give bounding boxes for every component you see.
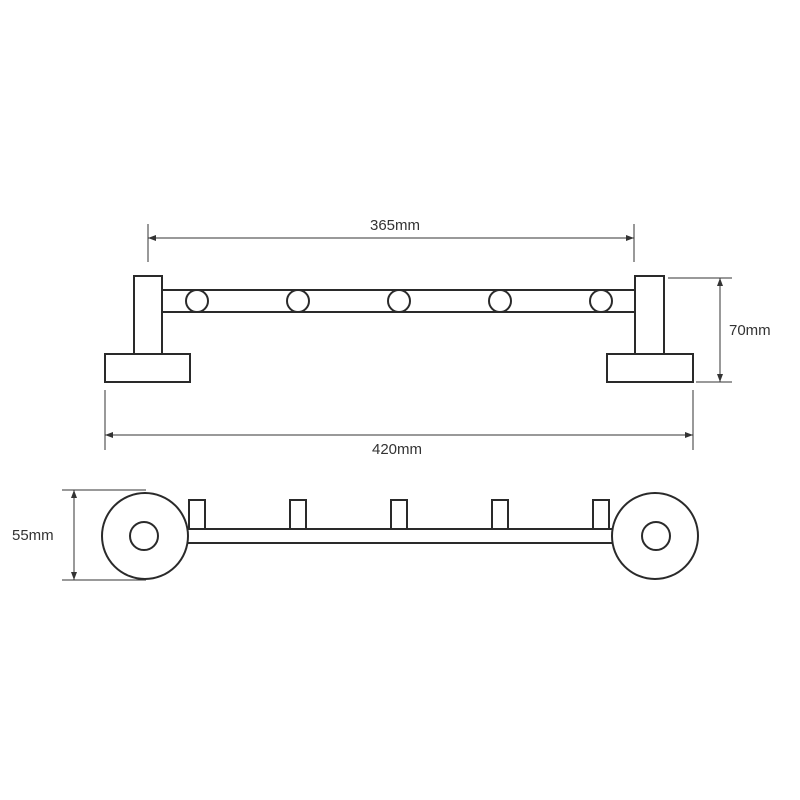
front-hook-2 bbox=[286, 289, 310, 313]
top-hook-1 bbox=[188, 499, 206, 531]
top-left-rosette-cap bbox=[129, 521, 159, 551]
dim-inner-arrow-right bbox=[626, 235, 634, 241]
top-hook-5 bbox=[592, 499, 610, 531]
dim-height-arrow-top bbox=[717, 278, 723, 286]
front-hook-1 bbox=[185, 289, 209, 313]
front-hooks bbox=[185, 289, 613, 313]
dim-total-width: 420mm bbox=[104, 390, 694, 458]
front-right-post bbox=[634, 275, 665, 357]
dim-inner-width: 365mm bbox=[147, 217, 635, 262]
top-hook-3 bbox=[390, 499, 408, 531]
dim-height: 70mm bbox=[668, 277, 771, 383]
top-right-rosette-cap bbox=[641, 521, 671, 551]
dim-inner-arrow-left bbox=[148, 235, 156, 241]
front-hook-3 bbox=[387, 289, 411, 313]
dim-inner-label: 365mm bbox=[370, 217, 420, 234]
dim-depth: 55mm bbox=[12, 489, 146, 581]
front-left-post bbox=[133, 275, 163, 357]
dim-height-arrow-bottom bbox=[717, 374, 723, 382]
top-view bbox=[101, 492, 699, 580]
dim-total-arrow-left bbox=[105, 432, 113, 438]
top-hook-4 bbox=[491, 499, 509, 531]
dim-depth-arrow-bottom bbox=[71, 572, 77, 580]
top-hooks bbox=[188, 499, 610, 531]
front-right-base bbox=[606, 353, 694, 383]
front-hook-4 bbox=[488, 289, 512, 313]
front-hook-5 bbox=[589, 289, 613, 313]
dim-total-arrow-right bbox=[685, 432, 693, 438]
dim-depth-label: 55mm bbox=[12, 527, 54, 544]
top-hook-2 bbox=[289, 499, 307, 531]
dim-total-label: 420mm bbox=[372, 441, 422, 458]
front-view bbox=[104, 275, 694, 383]
front-left-base bbox=[104, 353, 191, 383]
top-bar bbox=[151, 528, 649, 544]
dim-height-label: 70mm bbox=[729, 322, 771, 339]
dim-depth-arrow-top bbox=[71, 490, 77, 498]
